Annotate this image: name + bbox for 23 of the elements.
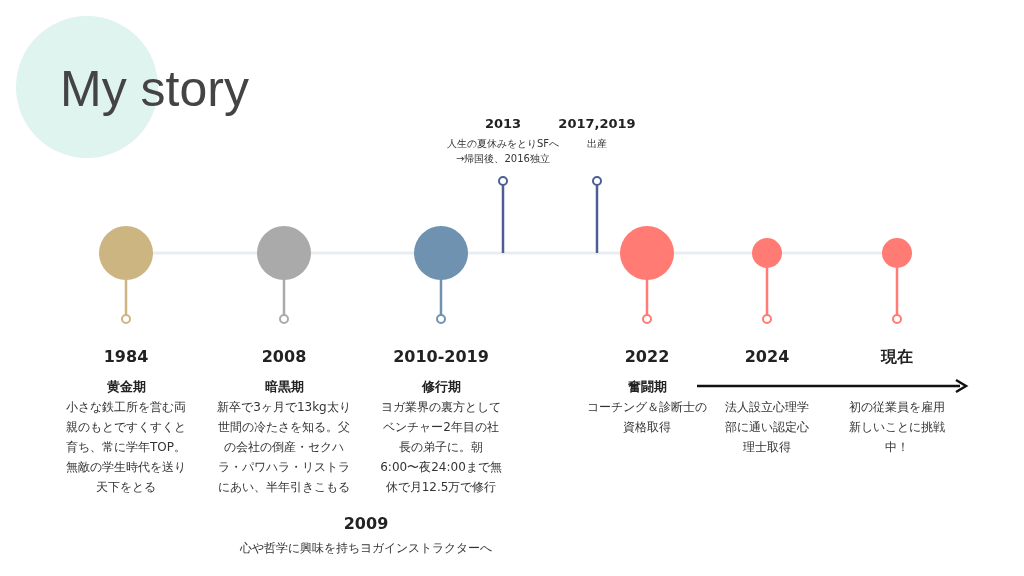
period-heading: 暗黒期 bbox=[264, 378, 304, 396]
year-label: 現在 bbox=[881, 347, 913, 368]
period-heading: 黄金期 bbox=[106, 378, 146, 396]
title: My story bbox=[60, 60, 249, 118]
year-label: 2017,2019 bbox=[558, 116, 636, 131]
event-text: 出産 bbox=[587, 137, 607, 151]
year-label: 2022 bbox=[624, 347, 670, 366]
description-text: コーチング＆診断士の資格取得 bbox=[586, 399, 708, 436]
year-label: 2010-2019 bbox=[393, 347, 489, 366]
description-text: 初の従業員を雇用新しいことに挑戦中！ bbox=[848, 399, 946, 456]
year-label: 2024 bbox=[744, 347, 790, 366]
year-label: 2009 bbox=[343, 514, 389, 533]
year-label: 2008 bbox=[261, 347, 307, 366]
event-text: 人生の夏休みをとりSFへ→帰国後、2016独立 bbox=[445, 137, 561, 166]
year-label: 2013 bbox=[484, 116, 522, 131]
period-heading: 修行期 bbox=[421, 378, 461, 396]
description-text: ヨガ業界の裏方としてベンチャー2年目の社長の弟子に。朝6:00〜夜24:00まで無休で月12.5万で修行 bbox=[380, 399, 502, 496]
description-text: 法人設立心理学部に通い認定心理士取得 bbox=[724, 399, 810, 456]
description-text: 心や哲学に興味を持ちヨガインストラクターへ bbox=[240, 540, 492, 557]
description-text: 新卒で3ヶ月で13kg太り世間の冷たさを知る。父の会社の倒産・セクハラ・パワハラ・リストラにあい、半年引きこもる bbox=[216, 399, 352, 496]
description-text: 小さな鉄工所を営む両親のもとですくすくと育ち、常に学年TOP。無敵の学生時代を送り天下をとる bbox=[65, 399, 187, 496]
period-heading: 奮闘期 bbox=[627, 378, 667, 396]
year-label: 1984 bbox=[103, 347, 149, 366]
